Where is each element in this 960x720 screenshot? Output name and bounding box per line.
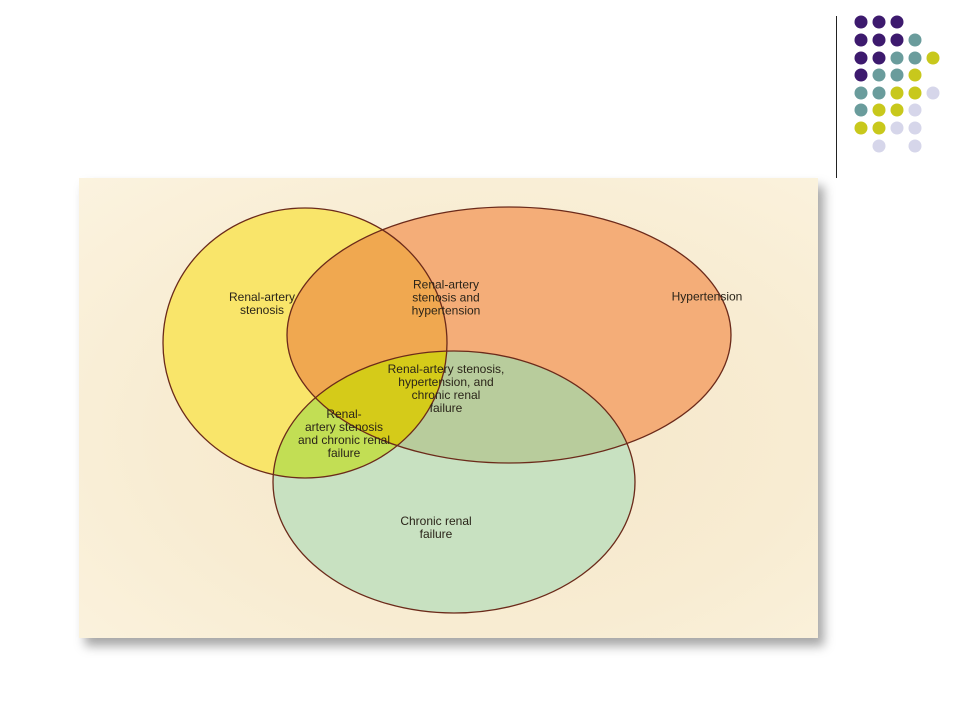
decorative-dot [872,51,886,65]
decorative-dot [890,68,904,82]
decorative-dot [890,86,904,100]
decorative-dot [872,33,886,47]
decorative-dot [872,86,886,100]
decorative-dot [890,103,904,117]
decorative-dot [908,51,922,65]
decorative-dot [872,139,886,153]
decorative-dot [908,139,922,153]
decorative-dot [908,103,922,117]
decorative-dot [926,51,940,65]
decorative-dot [908,86,922,100]
label-crf: Chronic renal failure [400,514,472,541]
venn-diagram [162,206,732,614]
label-htn: Hypertension [671,289,743,304]
decorative-dot [926,86,940,100]
decorative-dot [890,51,904,65]
label-ras-htn: Renal-artery stenosis and hypertension [411,277,481,318]
decorative-dot [854,121,868,135]
outline-htn [286,206,732,464]
decorative-dot [872,68,886,82]
venn-diagram-panel: Renal-artery stenosis Hypertension Chron… [79,178,818,638]
decorative-dot [872,15,886,29]
decorative-dot [872,121,886,135]
label-all: Renal-artery stenosis, hypertension, and… [387,362,505,415]
overlap-all [287,351,447,463]
corner-dot-grid [854,15,940,153]
decorative-dot [890,33,904,47]
decorative-dot [890,15,904,29]
outline-crf [272,350,636,614]
decorative-dot [872,103,886,117]
decorative-dot [890,121,904,135]
decorative-dot [854,15,868,29]
outline-ras [162,207,448,479]
label-ras: Renal-artery stenosis [228,290,296,317]
decorative-dot [854,33,868,47]
decorative-dot [854,51,868,65]
label-ras-crf: Renal- artery stenosis and chronic renal… [297,407,391,460]
decorative-dot [908,121,922,135]
decorative-dot [854,86,868,100]
decorative-dot [854,103,868,117]
decorative-dot [908,68,922,82]
decorative-dot [854,68,868,82]
divider-line [836,16,837,178]
decorative-dot [908,33,922,47]
